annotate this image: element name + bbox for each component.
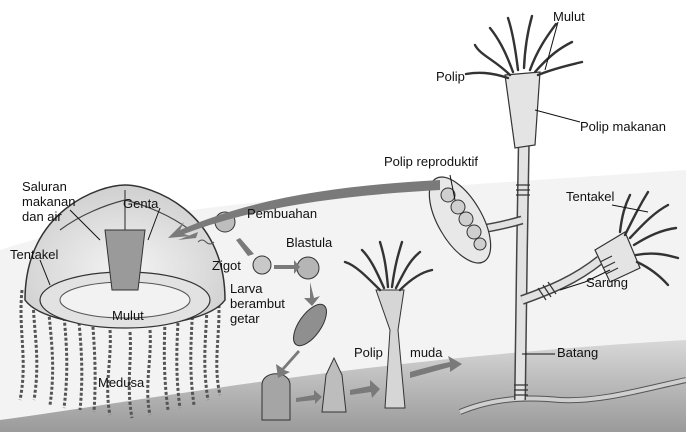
blastula-sphere	[297, 257, 319, 279]
label-batang: Batang	[557, 346, 598, 360]
label-mulut-top: Mulut	[553, 10, 585, 24]
label-blastula: Blastula	[286, 236, 332, 250]
feeding-polyp-tentacles	[466, 16, 582, 78]
label-pembuahan: Pembuahan	[247, 207, 317, 221]
label-tentakel-left: Tentakel	[10, 248, 58, 262]
label-mulut-medusa: Mulut	[112, 309, 144, 323]
label-saluran-line3: dan air	[22, 210, 62, 224]
label-polip: Polip	[436, 70, 465, 84]
label-zigot: Zigot	[212, 259, 241, 273]
label-medusa: Medusa	[98, 376, 144, 390]
label-larva-line3: getar	[230, 312, 260, 326]
label-saluran-line1: Saluran	[22, 180, 67, 194]
label-polip-makanan: Polip makanan	[580, 120, 666, 134]
label-tentakel-right: Tentakel	[566, 190, 614, 204]
label-sarung: Sarung	[586, 276, 628, 290]
label-larva-line1: Larva	[230, 282, 263, 296]
label-polip-reproduktif: Polip reproduktif	[384, 155, 478, 169]
settled-larva	[262, 374, 290, 420]
label-larva-line2: berambut	[230, 297, 285, 311]
label-genta: Genta	[123, 197, 158, 211]
label-polip-muda-line2: muda	[410, 346, 443, 360]
label-saluran-line2: makanan	[22, 195, 75, 209]
manubrium	[105, 230, 145, 290]
zygote	[253, 256, 271, 274]
label-polip-muda-line1: Polip	[354, 346, 383, 360]
feeding-polyp-body	[505, 72, 540, 148]
